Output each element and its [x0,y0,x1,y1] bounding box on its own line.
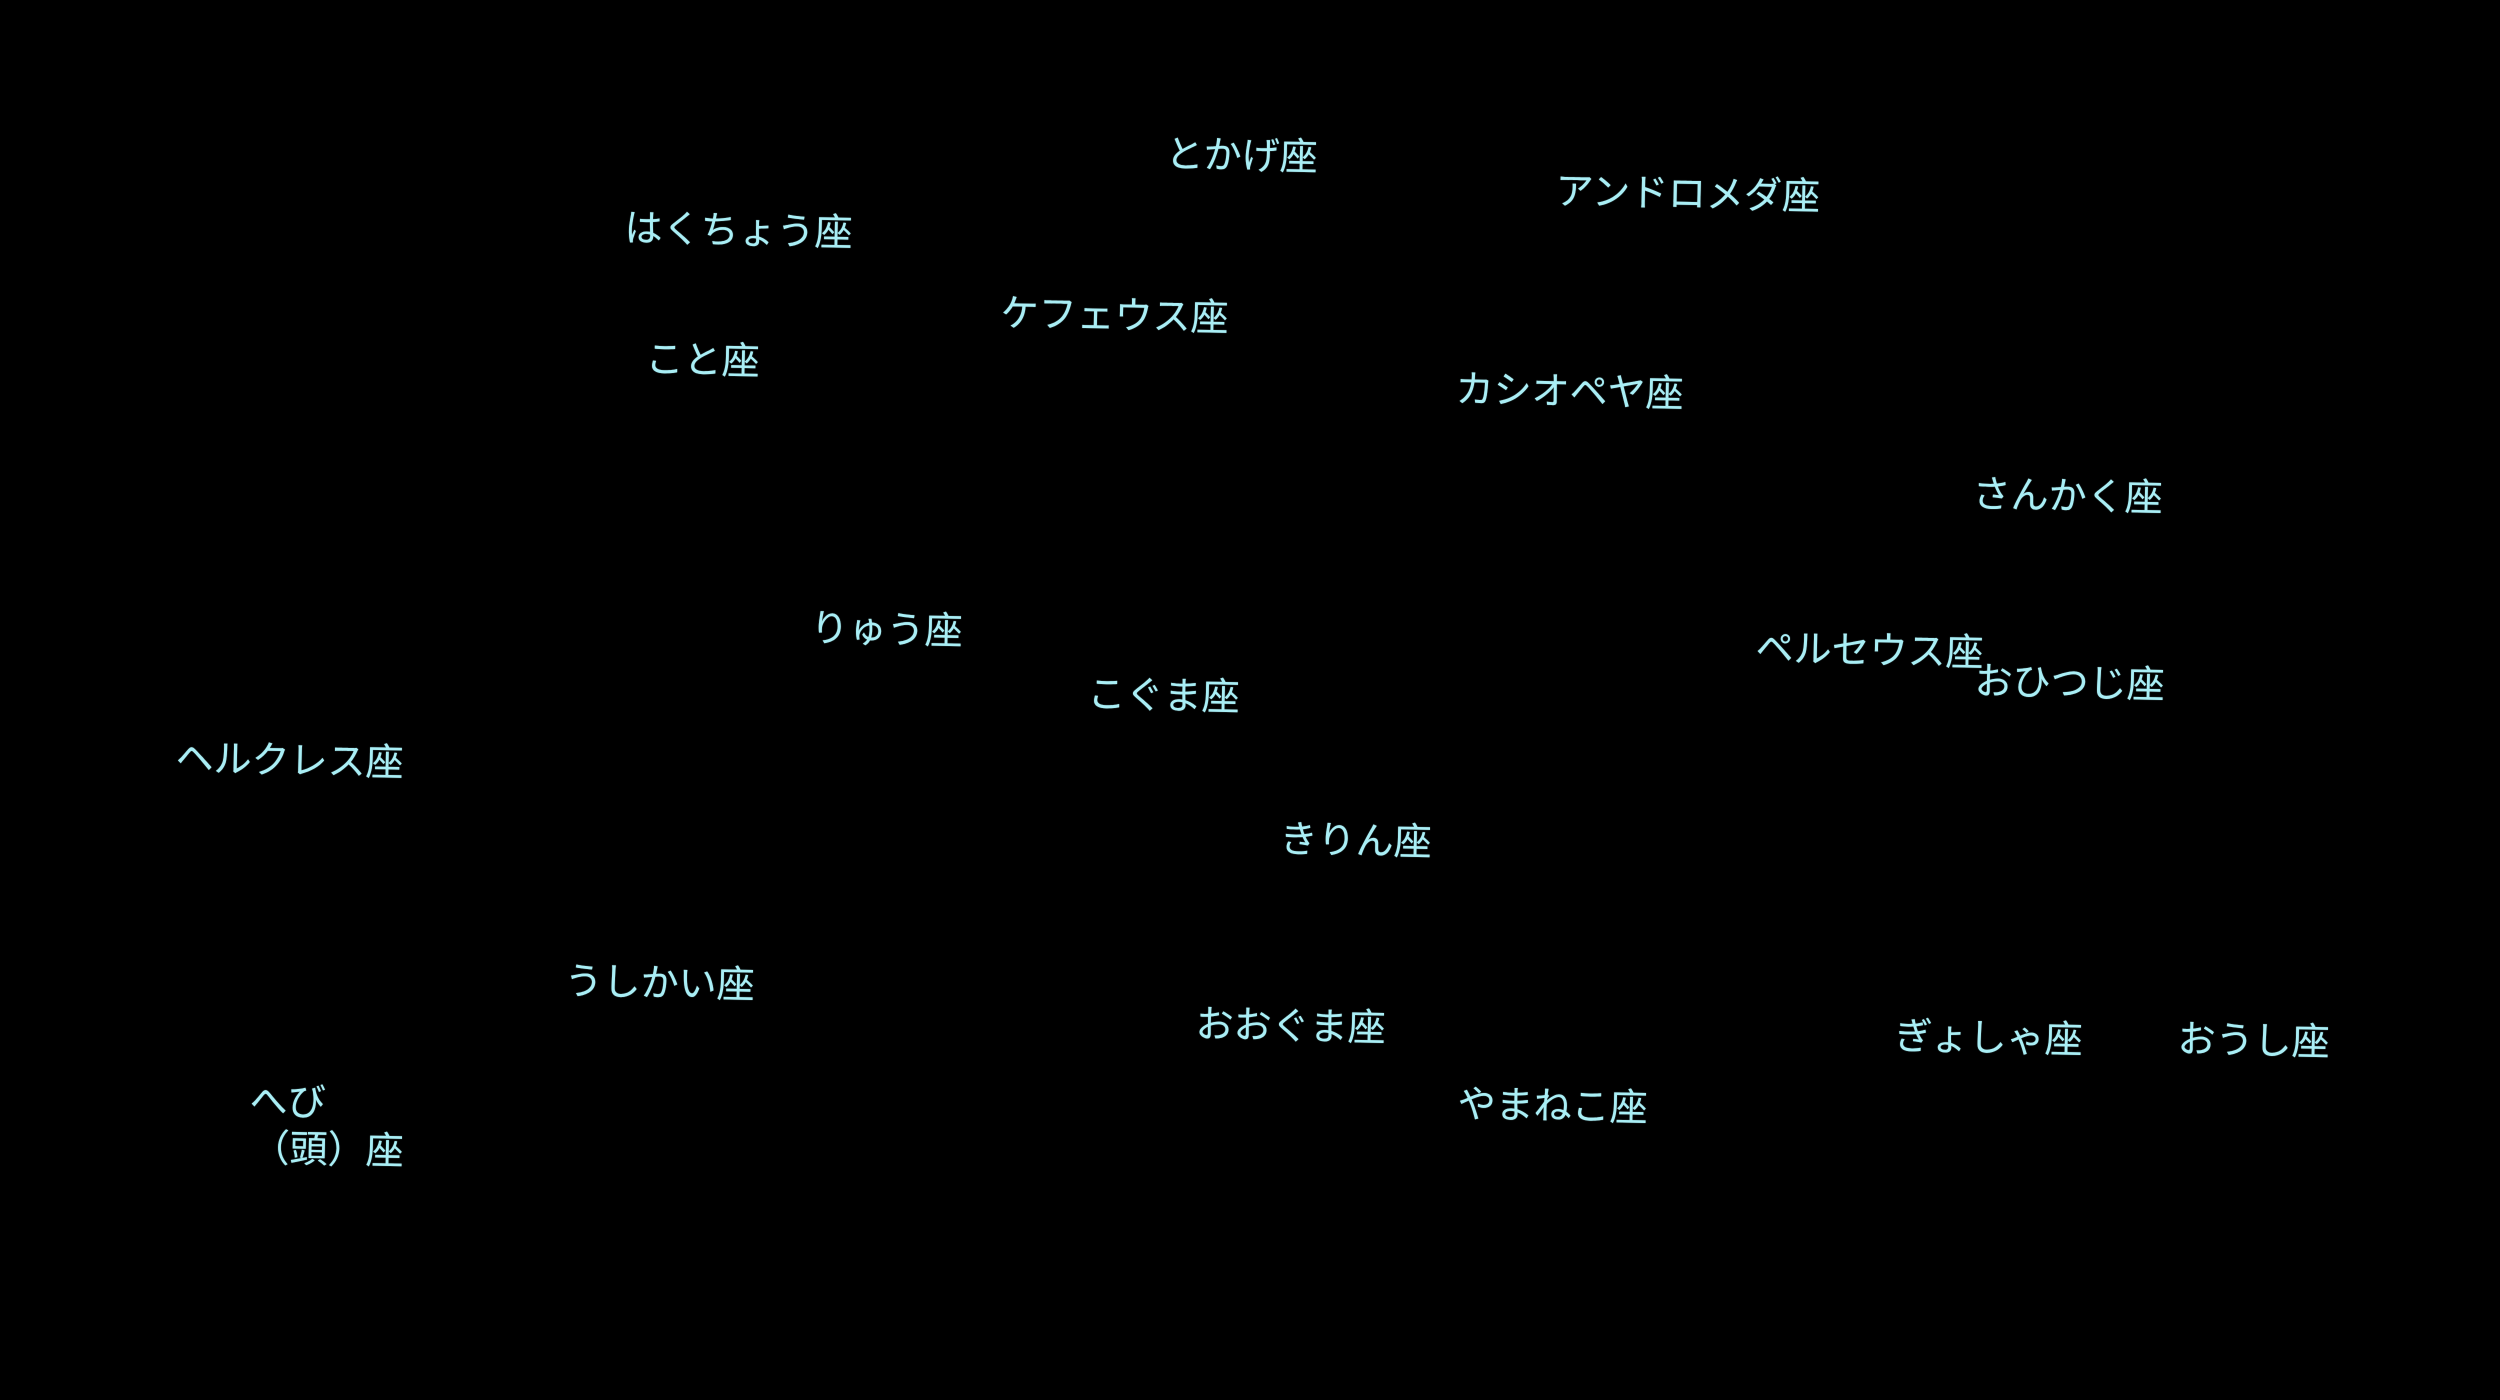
constellation-label-bootes[interactable]: うしかい座 [564,961,756,1007]
constellation-label-aries[interactable]: おひつじ座 [1974,661,2166,707]
constellation-label-lyra[interactable]: こと座 [645,339,761,384]
constellation-label-auriga[interactable]: ぎょしゃ座 [1894,1016,2084,1062]
constellation-label-serpens-caput-line2[interactable]: （頭）座 [251,1128,405,1174]
constellation-label-andromeda[interactable]: アンドロメダ座 [1555,171,1821,219]
constellation-label-taurus[interactable]: おうし座 [2177,1019,2331,1065]
constellation-label-triangulum[interactable]: さんかく座 [1972,474,2164,520]
constellation-label-draco[interactable]: りゅう座 [810,608,964,654]
constellation-label-lacerta[interactable]: とかげ座 [1165,134,1319,180]
constellation-label-lynx[interactable]: やまねこ座 [1457,1084,1649,1130]
constellation-label-cepheus[interactable]: ケフェウス座 [1000,293,1230,340]
constellation-label-cygnus[interactable]: はくちょう座 [624,208,854,255]
constellation-label-cassiopeia[interactable]: カシオペヤ座 [1455,369,1685,416]
constellation-label-hercules[interactable]: ヘルクレス座 [175,738,405,785]
constellation-label-ursa-minor[interactable]: こぐま座 [1087,674,1241,720]
constellation-label-camelopardalis[interactable]: きりん座 [1279,819,1433,865]
constellation-label-perseus[interactable]: ペルセウス座 [1755,628,1985,675]
constellation-label-serpens-caput-line1[interactable]: へび [249,1081,327,1125]
constellation-label-ursa-major[interactable]: おおぐま座 [1195,1004,1387,1050]
